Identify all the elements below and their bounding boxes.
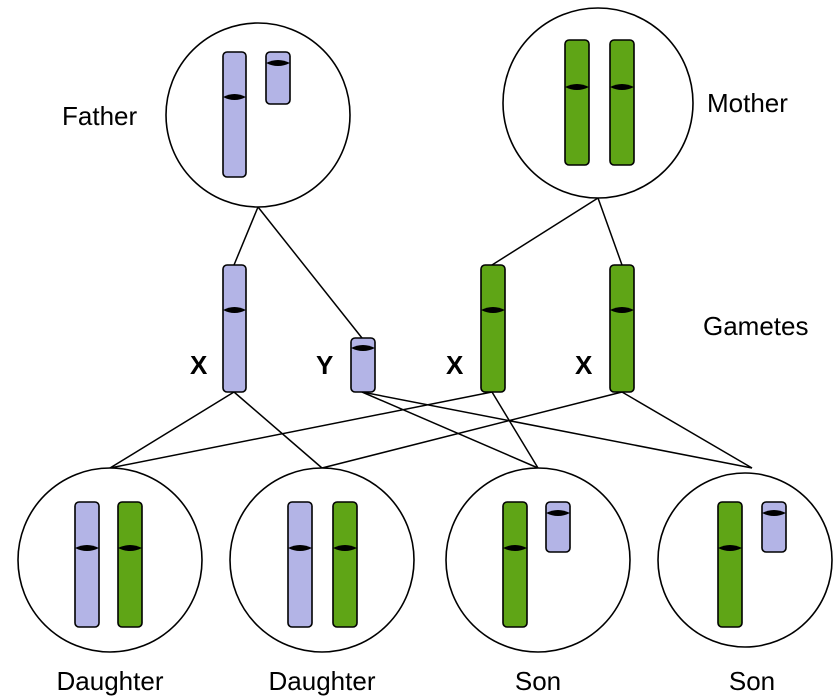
daughter-1-cell (17, 467, 203, 653)
line-x2-daughter1 (109, 391, 493, 469)
line-x1-daughter2 (233, 391, 323, 469)
line-x3-daughter2 (321, 391, 623, 469)
daughter-2-cell (229, 467, 415, 653)
daughter-2-x-paternal-centromere (288, 545, 312, 551)
son-1-y-paternal-centromere (546, 510, 570, 516)
line-father-gamete-y (257, 206, 363, 339)
mother-x-chromosome-1 (564, 39, 590, 166)
daughter-2-x-maternal (332, 501, 358, 628)
daughter-2-x-paternal (287, 501, 313, 628)
gamete-x-maternal-1 (480, 264, 506, 393)
father-label: Father (62, 101, 137, 131)
child-1-label: Daughter (57, 666, 164, 696)
child-4-label: Son (729, 666, 775, 696)
mother-circle (502, 7, 694, 199)
line-father-gamete-x (233, 206, 259, 266)
daughter-1-x-maternal (117, 501, 143, 628)
daughter-1-x-paternal (74, 501, 100, 628)
son-2-x-maternal (717, 501, 743, 628)
son-1-y-paternal (545, 501, 571, 553)
gamete-y-paternal-centromere (351, 345, 375, 351)
daughter-2-circle (229, 467, 415, 653)
child-3-label: Son (515, 666, 561, 696)
gamete-x-paternal (222, 264, 247, 393)
son-2-y-paternal-centromere (762, 510, 786, 516)
mother-x2-centromere (610, 84, 634, 90)
father-circle (165, 22, 351, 208)
line-mother-gamete-x1 (491, 197, 599, 266)
line-mother-gamete-x2 (597, 197, 623, 266)
line-x1-daughter1 (109, 391, 235, 469)
son-1-x-maternal-centromere (503, 545, 527, 551)
son-1-cell (445, 467, 631, 653)
gamete-y-label: Y (316, 350, 333, 380)
daughter-1-x-maternal-centromere (118, 545, 142, 551)
gamete-x-paternal-centromere (223, 307, 246, 313)
gamete-to-child-lines (109, 391, 753, 469)
gametes-label: Gametes (703, 311, 809, 341)
son-1-circle (445, 467, 631, 653)
father-x-chromosome (222, 51, 247, 178)
gamete-x2-label: X (446, 350, 464, 380)
line-y-son2 (361, 391, 753, 469)
line-y-son1 (361, 391, 539, 469)
mother-x1-centromere (565, 84, 589, 90)
father-y-centromere (266, 60, 290, 66)
daughter-2-x-maternal-centromere (333, 545, 357, 551)
daughter-1-circle (17, 467, 203, 653)
son-1-x-maternal (502, 501, 528, 628)
line-x2-son1 (491, 391, 539, 469)
mother-cell (502, 7, 694, 199)
son-2-circle (657, 472, 833, 648)
gamete-x-maternal-1-centromere (481, 307, 505, 313)
mother-x-chromosome-2 (609, 39, 635, 166)
daughter-1-x-paternal-centromere (75, 545, 99, 551)
parent-to-gamete-lines (233, 197, 623, 339)
father-y-chromosome (265, 51, 291, 105)
gametes (222, 264, 635, 393)
gamete-x1-label: X (190, 350, 208, 380)
gamete-x-maternal-2 (609, 264, 635, 393)
gamete-x-maternal-2-centromere (610, 307, 634, 313)
father-cell (165, 22, 351, 208)
gamete-y-paternal (350, 337, 376, 393)
line-x3-son2 (621, 391, 753, 469)
gamete-x3-label: X (575, 350, 593, 380)
son-2-cell (657, 472, 833, 648)
son-2-x-maternal-centromere (718, 545, 742, 551)
mother-label: Mother (707, 88, 788, 118)
father-x-centromere (223, 94, 246, 100)
child-2-label: Daughter (269, 666, 376, 696)
son-2-y-paternal (761, 501, 787, 553)
